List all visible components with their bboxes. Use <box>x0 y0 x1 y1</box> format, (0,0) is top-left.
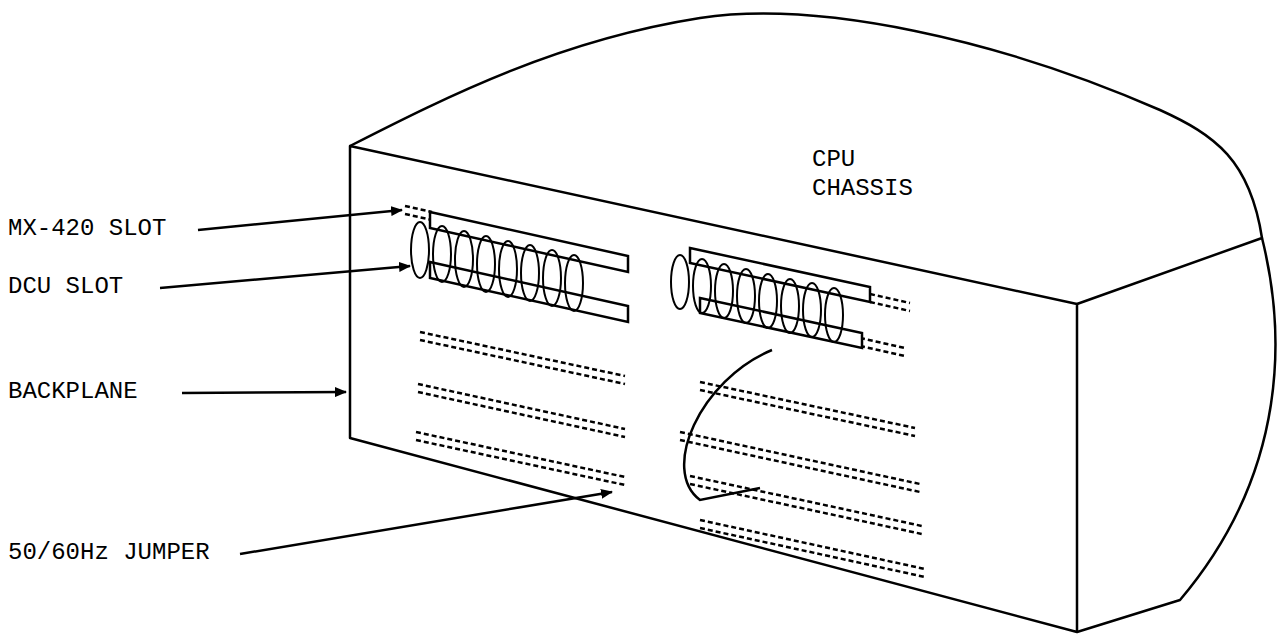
jumper-label: 50/60Hz JUMPER <box>8 539 210 568</box>
slot-label: DCU SLOT <box>8 273 123 302</box>
chassis-label: CPU CHASSIS <box>812 146 932 204</box>
part-label: BACKPLANE <box>8 378 138 407</box>
slot-label: MX-420 SLOT <box>8 215 166 244</box>
